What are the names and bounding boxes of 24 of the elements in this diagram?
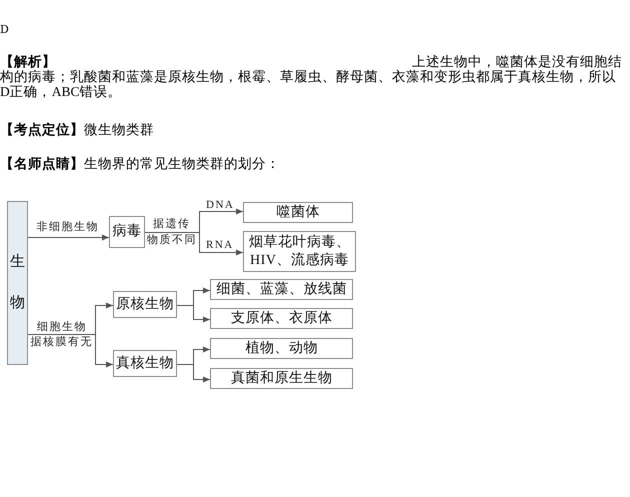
edge-label: DNA [206,199,234,211]
branch-label: 据遗传 [153,218,190,230]
explanation-paragraph: 【解析】上述生物中，噬菌体是没有细胞结构的病毒；乳酸菌和蓝藻是原核生物，根霉、草履虫、酵母菌、衣藻和变形虫都属于真核生物，所以D正确，ABC错误。 [0,54,622,99]
edge-label: RNA [206,239,234,251]
root-box: 生物 [7,201,28,365]
category-box: 植物、动物 [210,338,353,359]
branch-label: 物质不同 [147,234,197,246]
category-box: 细菌、蓝藻、放线菌 [210,279,353,300]
arrow [176,305,210,322]
branch-label: 据核膜有无 [30,336,93,348]
topic-note: 【考点定位】微生物类群 [0,122,154,137]
category-box: 噬菌体 [243,202,353,223]
arrow [28,234,110,240]
tip-note: 【名师点睛】生物界的常见生物类群的划分： [0,156,280,171]
answer-letter: D [0,22,9,37]
category-box: 支原体、衣原体 [210,308,353,329]
category-box: 原核生物 [113,291,177,318]
category-box: 真核生物 [113,350,177,377]
arrow [176,364,210,382]
category-box: 病毒 [109,216,145,248]
category-box: 烟草花叶病毒、HIV、流感病毒 [243,231,356,272]
edge-label: 非细胞生物 [36,221,99,233]
category-box: 真菌和原生生物 [210,368,353,389]
branch-label: 细胞生物 [37,321,87,333]
